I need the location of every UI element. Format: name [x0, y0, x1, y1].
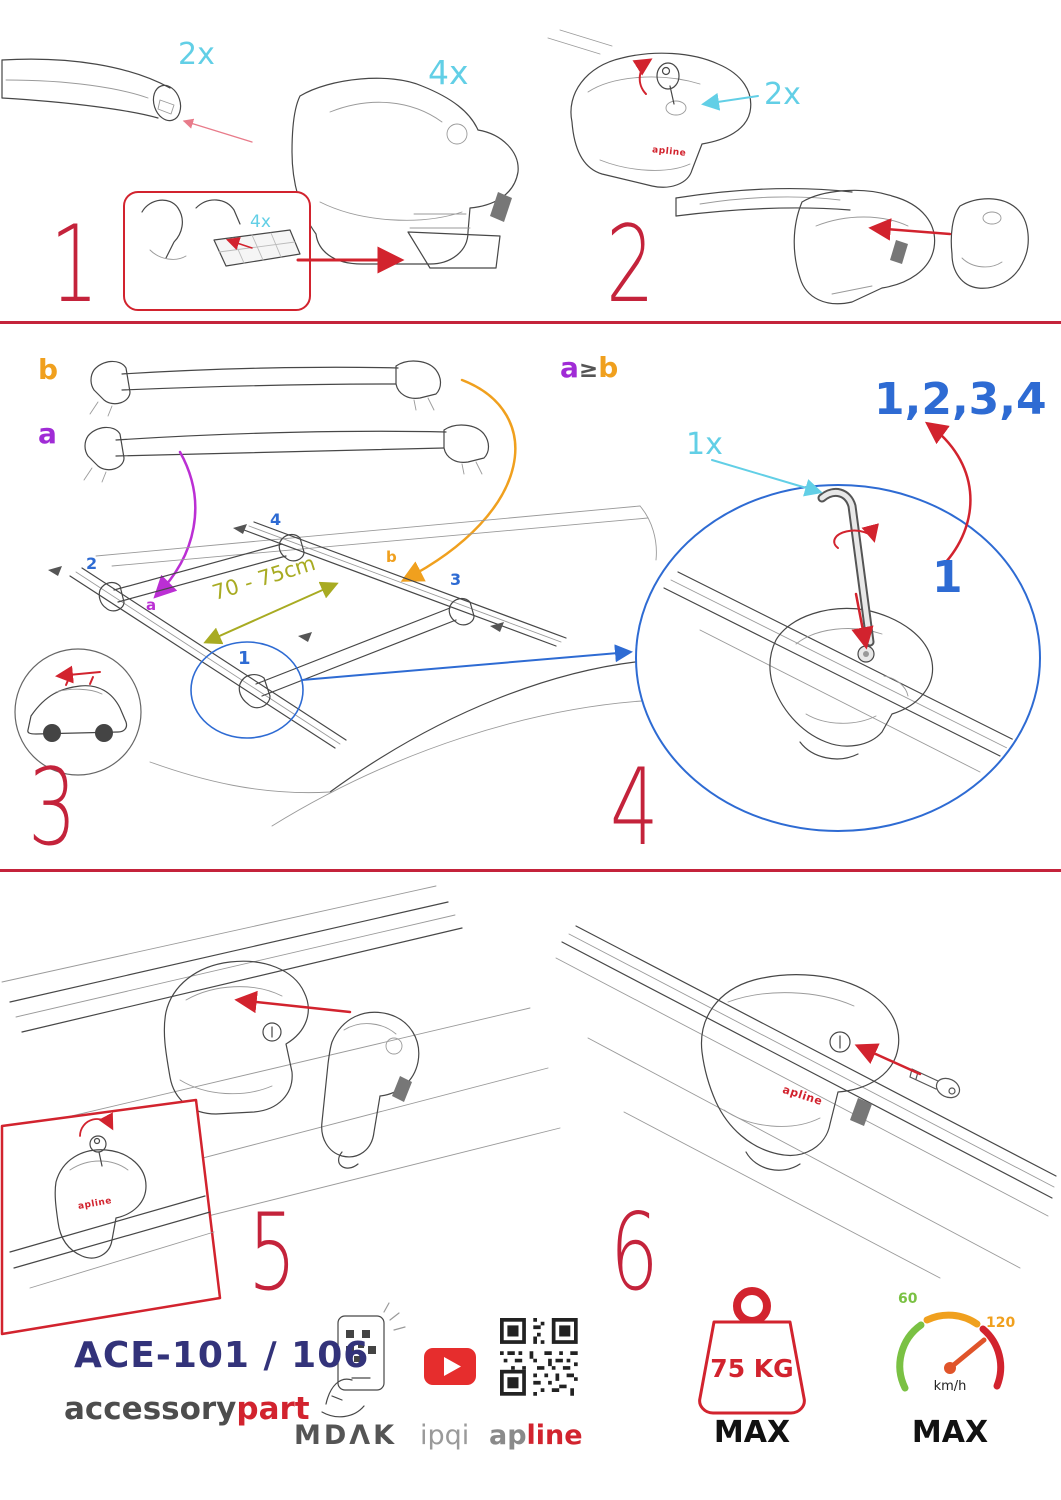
- allen-quantity-label: 1x: [686, 427, 723, 462]
- zoom-detail-illustration: [635, 421, 1041, 832]
- step6-illustration: [555, 925, 1057, 1279]
- step6-number: 6: [610, 1191, 659, 1314]
- step5-number: 5: [248, 1191, 297, 1314]
- pad-insert-arrow: [225, 237, 253, 250]
- crossbar-illustration: [1, 58, 253, 143]
- brand-patch: [850, 1098, 872, 1126]
- compare-symbol: ≥: [578, 357, 599, 383]
- bar-b-position-arrow: [400, 378, 517, 582]
- repeat-sequence-label: 1,2,3,4: [874, 374, 1047, 425]
- speed-unit-label: km/h: [933, 1379, 967, 1394]
- max-load-value: 75 KG: [710, 1354, 794, 1383]
- bar-a-position-arrow: [153, 450, 197, 599]
- cover-attach-arrow: [868, 218, 952, 241]
- step4-number: 4: [610, 746, 659, 869]
- qr-code-icon: [500, 1318, 578, 1396]
- key-illustration: [909, 1068, 961, 1099]
- bar-a-label: a: [38, 417, 57, 450]
- roof-bar-b-label: b: [386, 548, 397, 566]
- crossbar-a-illustration: [83, 424, 490, 483]
- foot-assembly-illustration: [291, 77, 519, 269]
- section-divider-1: [0, 321, 1061, 324]
- roof-position-1: 1: [238, 648, 251, 669]
- zoom-pointer-arrow: [301, 644, 633, 681]
- car-roof-illustration: [48, 505, 660, 827]
- foot-cover-assembly-illustration: [675, 188, 1029, 305]
- step1-number: 1: [50, 203, 99, 326]
- roof-position-4: 4: [270, 510, 282, 529]
- speed-max-label: MAX: [911, 1415, 989, 1450]
- youtube-icon: [424, 1348, 476, 1385]
- apline-wordmark: apline: [489, 1422, 583, 1449]
- repeat-sequence-arrow: [924, 421, 972, 564]
- foot-with-key-illustration: [547, 29, 759, 188]
- roof-bar-a-label: a: [146, 596, 157, 614]
- brand-patch: [890, 240, 908, 264]
- apline-wordmark-gray: ap: [489, 1420, 527, 1451]
- key-insert-arrow: [854, 1043, 922, 1076]
- roof-position-2: 2: [86, 554, 98, 573]
- first-position-label: 1: [932, 552, 963, 603]
- key-head: [89, 1135, 107, 1153]
- step3-number: 3: [28, 746, 77, 869]
- brand-wordmark-red: part: [236, 1391, 310, 1427]
- cover-piece: [950, 198, 1029, 289]
- max-load-label: MAX: [713, 1415, 791, 1450]
- speed-high-label: 120: [986, 1315, 1016, 1331]
- distance-arrow: [203, 581, 339, 645]
- lock-cylinder: [829, 1031, 851, 1053]
- brand-patch: [490, 192, 512, 222]
- tighten-rotate-arrow: [833, 523, 879, 549]
- model-number: ACE-101 / 106: [74, 1335, 370, 1376]
- brand-patch: [392, 1076, 412, 1102]
- bar-endcap-arrow: [182, 118, 253, 143]
- foot-quantity-label: 4x: [428, 53, 469, 92]
- crossbar-b-illustration: [89, 360, 442, 417]
- ipqi-wordmark: ipqi: [420, 1420, 470, 1451]
- key-quantity-arrow: [701, 92, 759, 111]
- step5-illustration: [0, 885, 561, 1336]
- compare-b: b: [598, 351, 619, 384]
- step2-number: 2: [606, 203, 655, 326]
- result-inset-box: [0, 1098, 222, 1336]
- key-head: [656, 62, 680, 90]
- bar-length-rule: a≥b: [560, 354, 618, 382]
- roof-position-3: 3: [450, 570, 462, 589]
- car-inset-illustration: [14, 648, 142, 776]
- apline-wordmark-red: line: [526, 1420, 583, 1451]
- mdak-icon: [321, 1302, 406, 1418]
- brand-wordmark: accessorypart: [64, 1394, 310, 1425]
- bolt-arrow: [851, 592, 874, 650]
- clamp-attach-arrow: [234, 990, 352, 1014]
- pad-quantity-label: 4x: [250, 212, 271, 232]
- max-weight-icon: [698, 1287, 806, 1415]
- allen-quantity-arrow: [711, 459, 823, 497]
- brand-wordmark-gray: accessory: [64, 1391, 237, 1427]
- lock-rotate-arrow: [79, 1112, 114, 1137]
- section-divider-2: [0, 869, 1061, 872]
- rubber-pad-inset: [123, 191, 405, 311]
- mdak-wordmark: MDΛK: [294, 1420, 398, 1451]
- bar-b-label: b: [38, 353, 59, 386]
- key-quantity-label: 2x: [764, 77, 801, 112]
- speedometer-icon: [896, 1311, 1005, 1392]
- zoom-circle: [635, 484, 1041, 832]
- zoom-source-circle: [190, 641, 304, 739]
- key-turn-arrow: [632, 58, 653, 95]
- compare-a: a: [560, 351, 579, 384]
- car-direction-arrow: [55, 665, 101, 684]
- speed-low-label: 60: [898, 1291, 918, 1307]
- bar-quantity-label: 2x: [178, 37, 215, 72]
